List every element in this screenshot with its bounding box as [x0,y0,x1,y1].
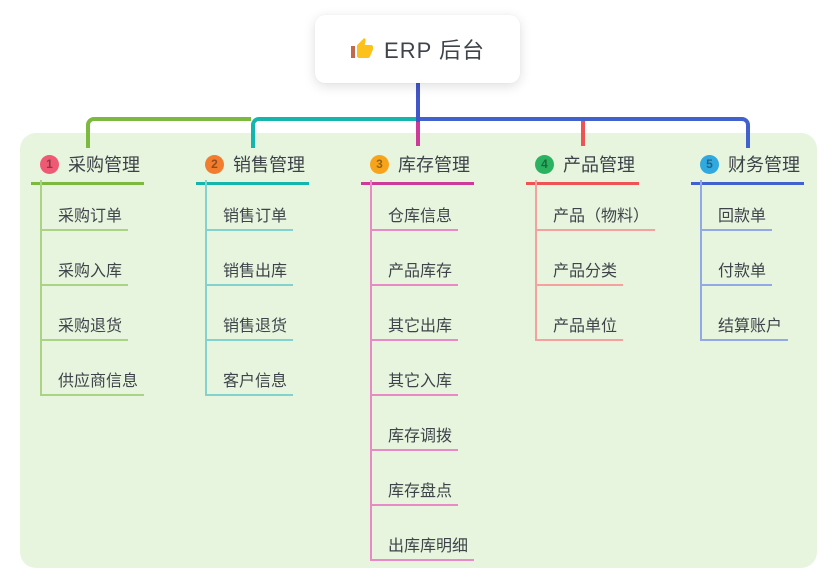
children-connector-line [700,180,702,341]
child-node[interactable]: 其它出库 [370,318,459,341]
connector-elbow-sales [251,117,421,148]
branch-header-2[interactable]: 2 销售管理 [196,150,309,185]
child-node[interactable]: 库存盘点 [370,483,459,506]
child-node[interactable]: 采购退货 [40,318,129,341]
child-node[interactable]: 采购订单 [40,208,129,231]
branch-title: 产品管理 [563,155,635,175]
child-node[interactable]: 供应商信息 [40,373,145,396]
priority-badge-icon: 1 [40,154,59,174]
child-node[interactable]: 产品分类 [535,263,624,286]
child-node[interactable]: 采购入库 [40,263,129,286]
connector-root-stem [416,83,420,122]
child-node[interactable]: 产品（物料） [535,208,656,231]
branches-background-panel [20,133,817,568]
child-node[interactable]: 付款单 [700,263,773,286]
branch-title: 采购管理 [68,155,140,175]
child-node[interactable]: 结算账户 [700,318,789,341]
child-node[interactable]: 客户信息 [205,373,294,396]
child-node[interactable]: 销售订单 [205,208,294,231]
priority-badge-icon: 4 [535,154,554,174]
children-connector-line [370,180,372,561]
root-node[interactable]: ERP 后台 [315,15,520,83]
connector-elbow-purchase [86,117,251,148]
priority-badge-icon: 3 [370,154,389,174]
branch-title: 库存管理 [398,155,470,175]
child-node[interactable]: 其它入库 [370,373,459,396]
branch-title: 销售管理 [233,155,305,175]
branch-header-4[interactable]: 4 产品管理 [526,150,639,185]
child-node[interactable]: 仓库信息 [370,208,459,231]
children-connector-line [535,180,537,341]
children-connector-line [205,180,207,396]
child-node[interactable]: 产品单位 [535,318,624,341]
child-node[interactable]: 销售出库 [205,263,294,286]
branch-header-1[interactable]: 1 采购管理 [31,150,144,185]
child-node[interactable]: 产品库存 [370,263,459,286]
child-node[interactable]: 销售退货 [205,318,294,341]
child-node[interactable]: 回款单 [700,208,773,231]
priority-badge-icon: 2 [205,154,224,174]
priority-badge-icon: 5 [700,154,719,174]
child-node[interactable]: 出库库明细 [370,538,475,561]
children-connector-line [40,180,42,396]
branch-title: 财务管理 [728,155,800,175]
thumbs-up-icon [350,37,374,61]
child-node[interactable]: 库存调拨 [370,428,459,451]
connector-drop-inventory [416,119,420,146]
connector-elbow-finance [419,117,750,148]
root-node-label: ERP 后台 [384,38,485,63]
branch-header-5[interactable]: 5 财务管理 [691,150,804,185]
connector-drop-product [581,119,585,146]
branch-header-3[interactable]: 3 库存管理 [361,150,474,185]
